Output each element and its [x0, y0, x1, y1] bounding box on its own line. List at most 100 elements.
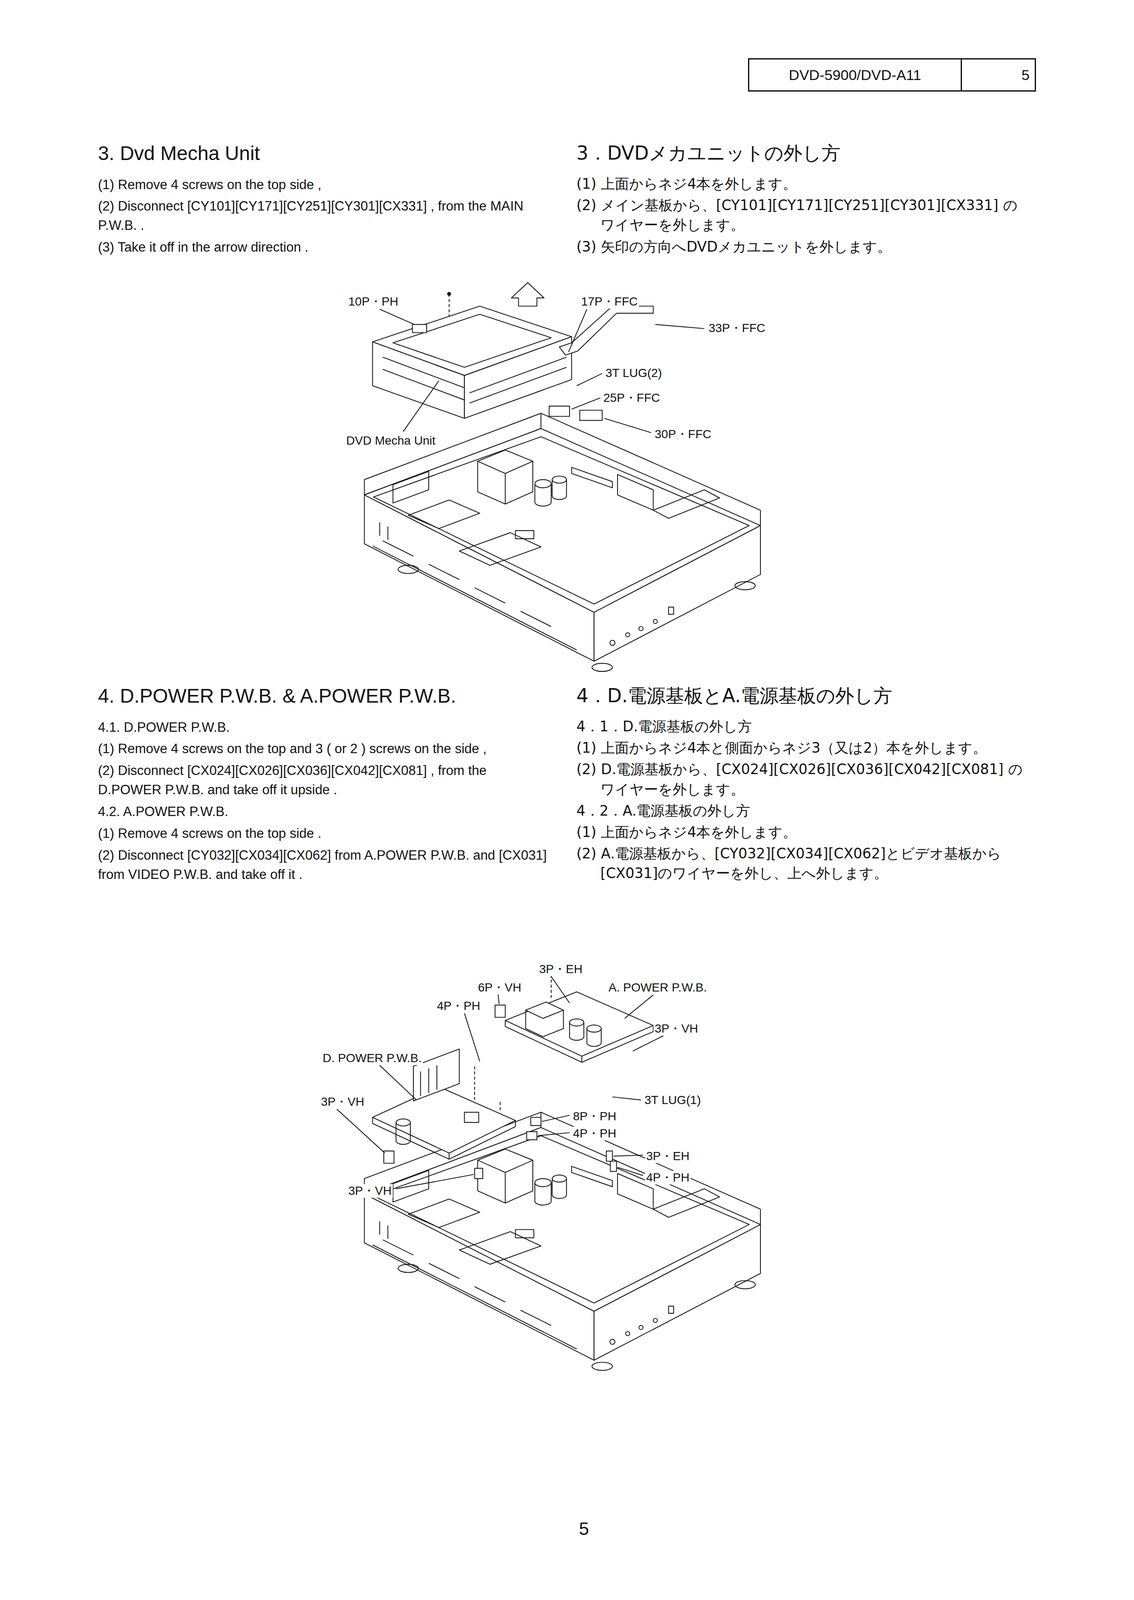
header-box: DVD-5900/DVD-A11 5	[748, 58, 1037, 92]
drawing-part	[530, 1117, 541, 1126]
leader-line	[612, 1096, 642, 1100]
leader-line	[613, 1154, 644, 1156]
model-cell: DVD-5900/DVD-A11	[749, 59, 962, 91]
page-number: 5	[1021, 66, 1030, 84]
drawing-part	[511, 282, 544, 307]
leader-line	[498, 994, 499, 1005]
text-column: 3. Dvd Mecha Unit (1) Remove 4 screws on …	[97, 141, 552, 260]
instruction-text: (1) 上面からネジ4本と側面からネジ3（又は2）本を外します。	[576, 738, 1026, 758]
leader-line	[469, 367, 567, 403]
chassis-drawing	[364, 1112, 761, 1371]
drawing-part	[474, 1168, 483, 1179]
leader-line	[336, 1109, 385, 1154]
instruction-text: 4．2．A.電源基板の外し方	[576, 801, 1026, 821]
instruction-text: (1) Remove 4 screws on the top side .	[97, 824, 552, 844]
model-number: DVD-5900/DVD-A11	[788, 66, 921, 84]
leader-line	[436, 1065, 438, 1090]
leader-line	[382, 357, 465, 389]
instruction-text: (1) 上面からネジ4本を外します。	[576, 174, 1026, 194]
drawing-part	[610, 1161, 617, 1172]
drawing-part	[464, 1112, 479, 1123]
leader-line	[571, 397, 601, 410]
part-label: D. POWER P.W.B.	[321, 1051, 423, 1066]
leader-line	[428, 1068, 430, 1093]
leader-line	[382, 369, 465, 401]
leader-line	[379, 1065, 417, 1100]
leader-line	[395, 1174, 474, 1189]
instruction-text: (1) Remove 4 screws on the top side ,	[97, 175, 552, 195]
drawing-part	[505, 991, 654, 1057]
drawing-part	[587, 1028, 602, 1047]
part-label: 25P・FFC	[602, 391, 662, 405]
leader-line	[617, 1167, 644, 1176]
leader-line	[448, 1153, 450, 1160]
leader-line	[499, 1101, 501, 1113]
instruction-text: (2) メイン基板から、[CY101][CY171][CY251][CY301]…	[576, 195, 1026, 235]
part-label: DVD Mecha Unit	[344, 433, 437, 448]
part-label: 6P・VH	[476, 980, 523, 995]
leader-line	[624, 994, 654, 1019]
drawing-part	[559, 305, 654, 355]
instruction-text: (1) 上面からネジ4本を外します。	[576, 822, 1026, 843]
part-label: 30P・FFC	[653, 427, 713, 442]
section-heading: 4. D.POWER P.W.B. & A.POWER P.W.B.	[97, 683, 552, 709]
drawing-part	[505, 1020, 654, 1063]
part-label: 10P・PH	[347, 294, 400, 309]
leader-line	[537, 1132, 570, 1136]
section-heading: 3. Dvd Mecha Unit	[97, 141, 552, 167]
instruction-text: 4.1. D.POWER P.W.B.	[97, 718, 552, 738]
part-label: 3T LUG(2)	[604, 366, 664, 380]
instruction-text: (3) Take it off in the arrow direction .	[97, 237, 552, 258]
leader-line	[542, 1115, 570, 1122]
part-label: 3P・EH	[537, 962, 584, 977]
drawing-part	[606, 1151, 613, 1162]
drawing-part	[447, 292, 451, 296]
drawing-part	[549, 406, 570, 417]
leader-line	[474, 1066, 475, 1101]
leader-line	[420, 1071, 422, 1096]
instruction-text: (1) Remove 4 screws on the top and 3 ( o…	[97, 739, 552, 759]
leader-line	[551, 976, 570, 1004]
page-cell: 5	[961, 59, 1035, 91]
part-label: 3T LUG(1)	[643, 1093, 703, 1108]
section-heading: 3．DVDメカユニットの外し方	[576, 141, 1026, 165]
part-label: 3P・VH	[653, 1021, 700, 1036]
text-column: 3．DVDメカユニットの外し方 (1) 上面からネジ4本を外します。(2) メイン…	[576, 141, 1026, 259]
drawing-part	[569, 1022, 584, 1041]
leader-line	[576, 373, 603, 386]
leader-line	[632, 1035, 664, 1051]
instruction-text: (2) D.電源基板から、[CX024][CX026][CX036][CX042…	[576, 759, 1026, 799]
text-column: 4. D.POWER P.W.B. & A.POWER P.W.B. 4.1. D…	[97, 683, 552, 888]
text-column: 4．D.電源基板とA.電源基板の外し方4．1．D.電源基板の外し方(1) 上面か…	[576, 683, 1026, 886]
drawing-part	[579, 410, 603, 421]
drawing-part	[395, 1119, 410, 1127]
leader-line	[550, 974, 552, 998]
part-label: 8P・PH	[571, 1109, 618, 1124]
instruction-text: 4．1．D.電源基板の外し方	[576, 716, 1026, 737]
part-label: 17P・FFC	[579, 294, 639, 309]
leader-line	[604, 418, 652, 433]
section-heading: 4．D.電源基板とA.電源基板の外し方	[576, 683, 1026, 708]
leader-line	[469, 357, 567, 393]
drawing-part	[526, 1131, 538, 1140]
leader-line	[379, 309, 415, 325]
leader-line	[464, 1013, 480, 1062]
drawing-part	[495, 1005, 506, 1018]
part-label: 3P・EH	[644, 1149, 691, 1164]
drawing-part	[587, 1024, 602, 1033]
page-number: 5	[577, 1518, 591, 1540]
instruction-text: (2) Disconnect [CY032][CX034][CX062] fro…	[97, 846, 552, 885]
part-label: A. POWER P.W.B.	[607, 980, 709, 995]
leader-line	[581, 1056, 583, 1063]
drawing-part	[525, 1002, 564, 1019]
drawing-part	[383, 1151, 395, 1164]
instruction-text: (2) Disconnect [CY101][CY171][CY251][CY3…	[97, 196, 552, 236]
drawing-part	[392, 314, 552, 368]
part-label: 4P・PH	[435, 999, 482, 1013]
part-label: 33P・FFC	[707, 321, 767, 336]
drawing-part	[372, 341, 465, 419]
instruction-text: 4.2. A.POWER P.W.B.	[97, 802, 552, 822]
leader-line	[403, 380, 439, 432]
chassis-drawing	[364, 413, 761, 672]
leader-line	[568, 309, 588, 353]
